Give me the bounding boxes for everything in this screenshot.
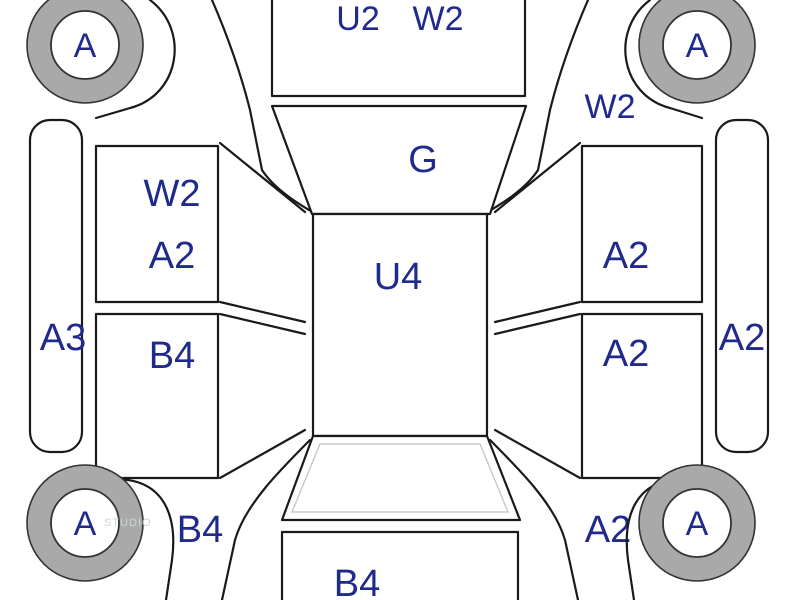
rear-window-panel[interactable]: [280, 434, 522, 522]
left-c-pillar: [218, 428, 307, 480]
wheel-rear-left[interactable]: A: [26, 464, 144, 582]
rear-bumper-panel[interactable]: [280, 530, 520, 600]
car-body-outline: [210, 0, 590, 216]
front-bumper-code-2: W2: [413, 0, 464, 38]
right-front-door-code: A2: [603, 235, 649, 277]
left-a-pillar: [218, 141, 307, 214]
car-body-outline-rear: [220, 438, 580, 600]
left-rear-fender-code: B4: [177, 509, 223, 551]
rear-bumper-code: B4: [334, 563, 380, 600]
hood-panel[interactable]: [270, 104, 528, 216]
watermark: STUDIO: [104, 517, 152, 529]
left-sill-code: A3: [40, 317, 86, 359]
right-rear-door-code: A2: [603, 333, 649, 375]
wheel-rear-left-code: A: [74, 505, 97, 543]
right-sill[interactable]: [714, 118, 770, 454]
rear-window-inner: [290, 443, 510, 513]
roof-code: U4: [374, 256, 423, 298]
right-b-pillar: [493, 300, 582, 336]
left-rear-door[interactable]: [94, 312, 220, 480]
wheel-front-left-code: A: [74, 27, 97, 65]
left-b-pillar: [218, 300, 307, 336]
left-sill[interactable]: [28, 118, 84, 454]
right-rear-fender-code: A2: [585, 509, 631, 551]
right-c-pillar: [493, 428, 582, 480]
left-front-door-code-1: W2: [144, 173, 201, 215]
front-bumper-code-1: U2: [336, 0, 379, 38]
front-right-fender-code: W2: [585, 88, 636, 126]
front-right-wheel-arch: [624, 0, 704, 120]
wheel-rear-right[interactable]: A: [638, 464, 756, 582]
right-rear-door[interactable]: [580, 312, 704, 480]
right-sill-code: A2: [719, 317, 765, 359]
roof-panel[interactable]: [311, 212, 489, 438]
left-front-door[interactable]: [94, 144, 220, 304]
front-left-wheel-arch: [94, 0, 176, 120]
front-bumper-panel[interactable]: [270, 0, 527, 98]
wheel-front-left[interactable]: A: [26, 0, 144, 104]
hood-code: G: [408, 139, 438, 181]
wheel-rear-right-code: A: [686, 505, 709, 543]
wheel-front-right[interactable]: A: [638, 0, 756, 104]
left-front-door-code-2: A2: [149, 235, 195, 277]
left-rear-door-code: B4: [149, 335, 195, 377]
wheel-front-right-code: A: [686, 27, 709, 65]
right-a-pillar: [493, 141, 582, 214]
right-front-door[interactable]: [580, 144, 704, 304]
